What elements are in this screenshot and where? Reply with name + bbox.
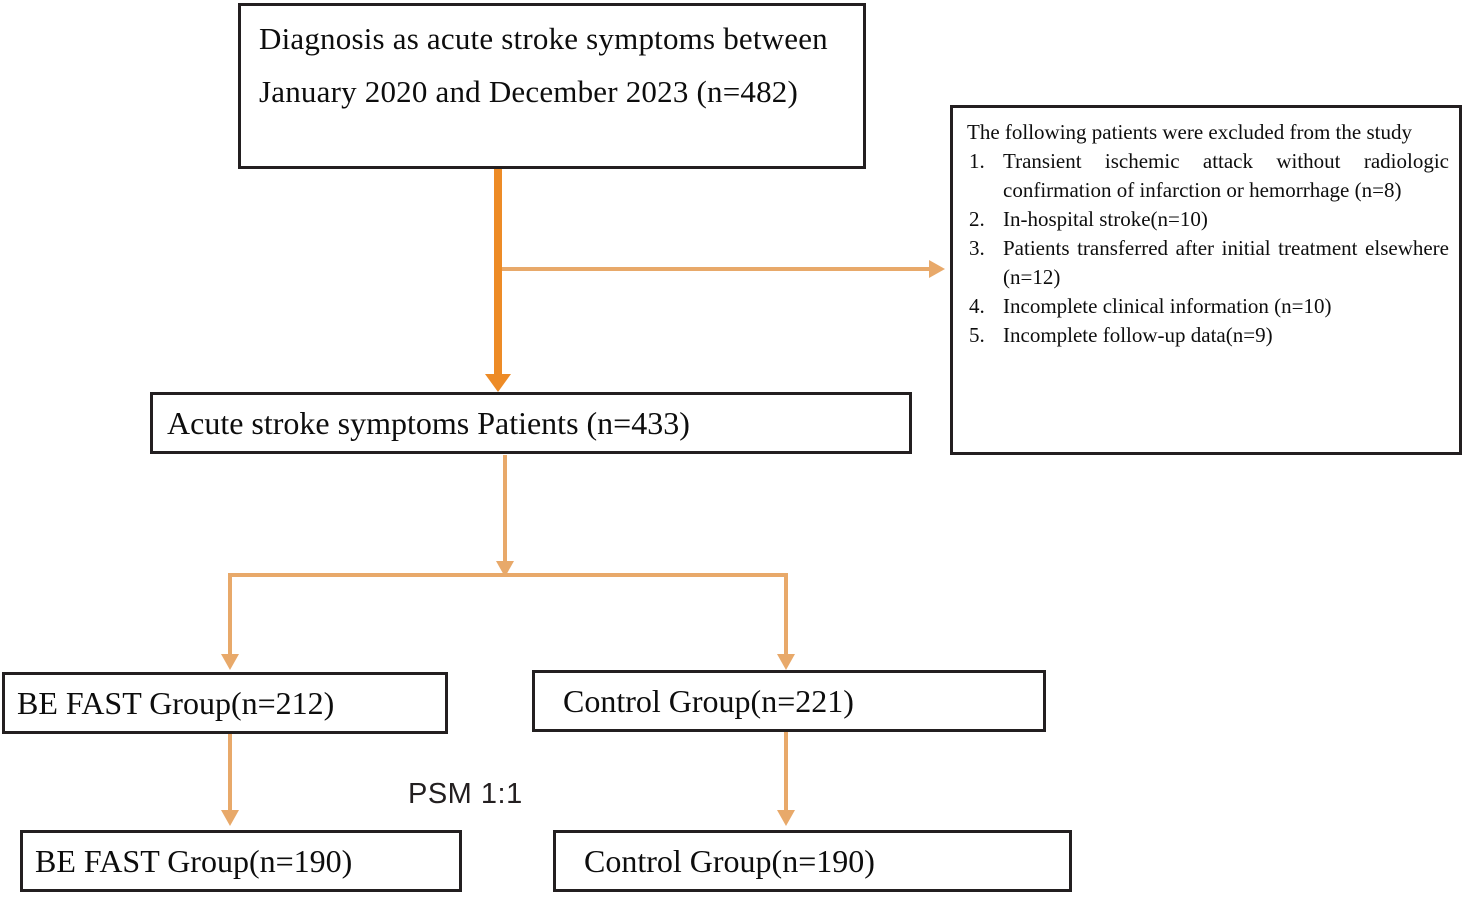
connector-befast-212-to-190: [228, 734, 232, 812]
node-befast-group-212: BE FAST Group(n=212): [2, 672, 448, 734]
node-control-group-221-label: Control Group(n=221): [563, 683, 854, 719]
exclusion-item: Incomplete follow-up data(n=9): [969, 321, 1273, 350]
node-control-group-190: Control Group(n=190): [553, 830, 1072, 892]
exclusion-item: Incomplete clinical information (n=10): [969, 292, 1332, 321]
node-acute-patients: Acute stroke symptoms Patients (n=433): [150, 392, 912, 454]
arrowhead-control-221-to-190: [777, 810, 795, 826]
connector-control-221-to-190: [784, 732, 788, 812]
node-befast-group-212-label: BE FAST Group(n=212): [17, 685, 335, 721]
node-acute-patients-label: Acute stroke symptoms Patients (n=433): [167, 405, 690, 441]
connector-diagnosis-to-acute: [494, 169, 502, 375]
node-diagnosis: Diagnosis as acute stroke symptoms betwe…: [238, 3, 866, 169]
connector-to-exclusions: [502, 267, 930, 271]
connector-split-to-befast-212: [228, 573, 232, 657]
arrowhead-split-to-control-221: [777, 654, 795, 670]
exclusion-item: Patients transferred after initial treat…: [969, 234, 1449, 289]
arrowhead-to-exclusions: [929, 260, 945, 278]
psm-annotation: PSM 1:1: [408, 778, 523, 810]
connector-acute-to-split: [503, 455, 507, 565]
node-befast-group-190-label: BE FAST Group(n=190): [35, 843, 353, 879]
arrowhead-befast-212-to-190: [221, 810, 239, 826]
connector-split-bar: [228, 573, 788, 577]
node-control-group-190-label: Control Group(n=190): [584, 843, 875, 879]
arrowhead-diagnosis-to-acute: [485, 374, 511, 392]
node-exclusion-criteria: The following patients were excluded fro…: [950, 105, 1462, 455]
arrowhead-split-to-befast-212: [221, 654, 239, 670]
node-befast-group-190: BE FAST Group(n=190): [20, 830, 462, 892]
node-diagnosis-label: Diagnosis as acute stroke symptoms betwe…: [259, 21, 828, 109]
connector-split-to-control-221: [784, 573, 788, 657]
node-control-group-221: Control Group(n=221): [532, 670, 1046, 732]
exclusion-list: Transient ischemic attack without radiol…: [967, 147, 1449, 350]
exclusion-item: In-hospital stroke(n=10): [969, 205, 1208, 234]
exclusion-item: Transient ischemic attack without radiol…: [969, 147, 1449, 202]
exclusion-heading: The following patients were excluded fro…: [967, 120, 1412, 144]
